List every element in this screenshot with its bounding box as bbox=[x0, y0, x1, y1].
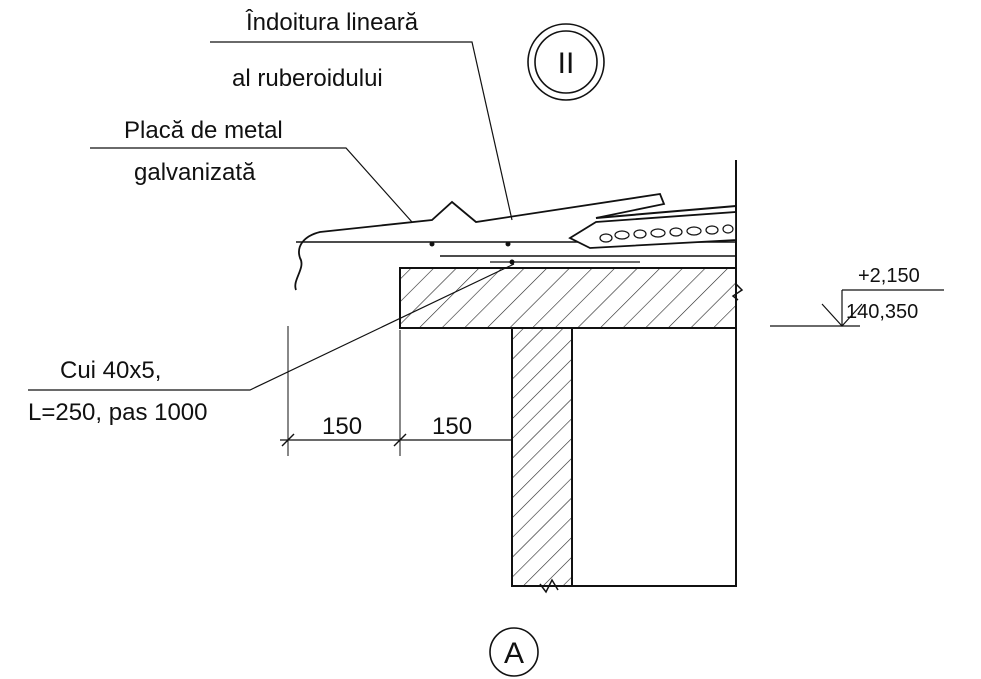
interior-outline bbox=[572, 328, 737, 587]
plate-label-line2: galvanizată bbox=[134, 159, 256, 186]
section-mark-label: II bbox=[558, 47, 575, 80]
wall-break-mark bbox=[539, 578, 559, 594]
elevation-relative: +2,150 bbox=[858, 265, 920, 287]
plate-label-line1: Placă de metal bbox=[124, 117, 283, 144]
axis-mark-label: A bbox=[504, 637, 524, 670]
nail-label-line2: L=250, pas 1000 bbox=[28, 399, 208, 426]
nail-dot-3 bbox=[509, 259, 515, 265]
dim-tick-2 bbox=[393, 433, 407, 447]
metal-plate-profile bbox=[294, 193, 666, 291]
fold-label-line2: al ruberoidului bbox=[232, 65, 383, 92]
leader-fold bbox=[210, 41, 513, 221]
elevation-absolute: 140,350 bbox=[846, 301, 918, 323]
nail-dot-1 bbox=[429, 241, 435, 247]
axis-mark-circle bbox=[489, 627, 539, 677]
nail-label-line1: Cui 40x5, bbox=[60, 357, 161, 384]
leader-nail bbox=[28, 263, 515, 391]
dimension-label-right: 150 bbox=[432, 413, 472, 440]
top-membrane bbox=[595, 205, 737, 219]
dimension-label-left: 150 bbox=[322, 413, 362, 440]
concrete-slab bbox=[399, 267, 737, 329]
leader-plate bbox=[90, 147, 413, 223]
fold-label-line1: Îndoitura lineară bbox=[245, 9, 419, 36]
slab-break-mark bbox=[731, 283, 744, 301]
dim-tick-1 bbox=[281, 433, 295, 447]
section-mark-inner bbox=[534, 30, 598, 94]
nail-dot-2 bbox=[505, 241, 511, 247]
section-mark-outer bbox=[527, 23, 605, 101]
brick-wall bbox=[511, 327, 573, 587]
gravel-pebbles bbox=[599, 224, 734, 243]
